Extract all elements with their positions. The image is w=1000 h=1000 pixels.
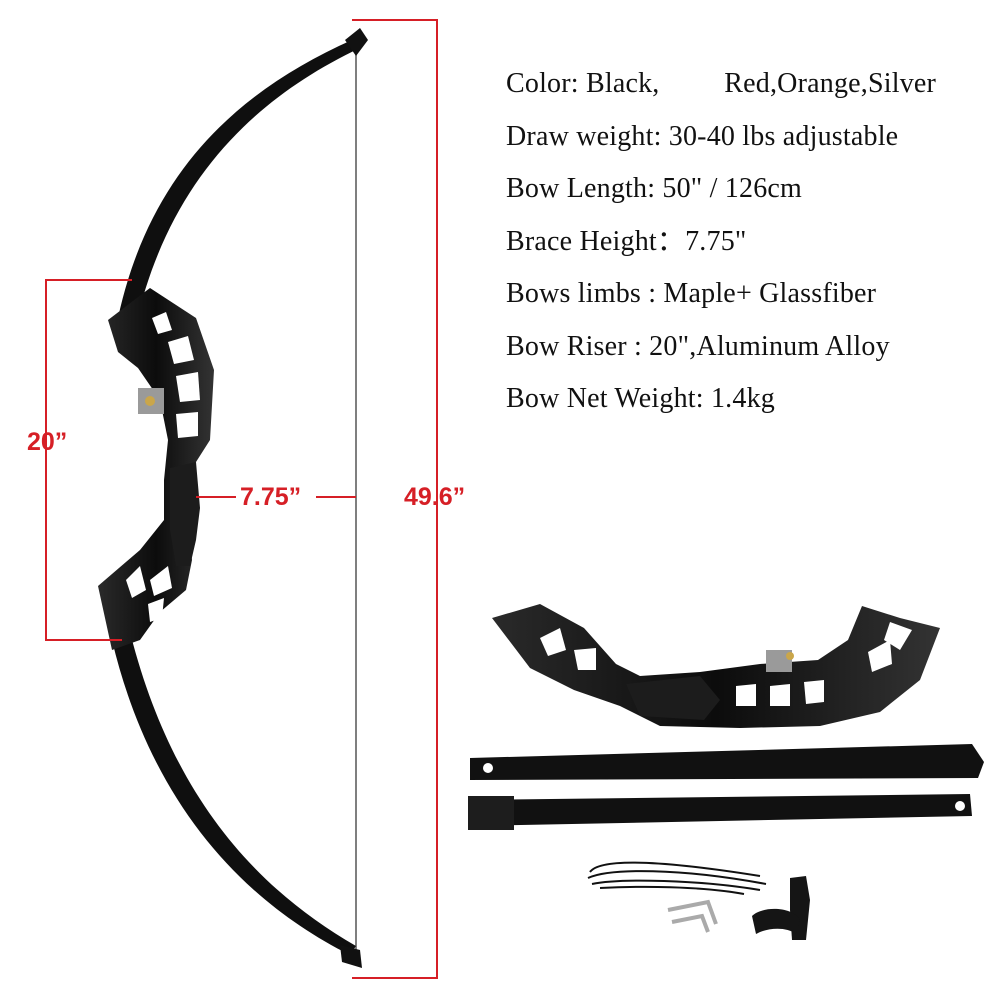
spec-riser: Bow Riser : 20",Aluminum Alloy <box>506 330 890 362</box>
bow-string-coil <box>587 861 767 895</box>
riser-length-label: 20” <box>27 428 68 456</box>
spec-net-weight: Bow Net Weight: 1.4kg <box>506 383 775 414</box>
total-length-label: 49.6” <box>404 483 466 511</box>
spec-list: Color: Black, Red,Orange,Silver Draw wei… <box>506 58 996 426</box>
dimension-guides <box>45 19 438 979</box>
lower-limb <box>112 632 356 955</box>
limb-2-pad <box>468 796 514 830</box>
hex-keys <box>667 899 718 933</box>
limb-1 <box>470 744 984 780</box>
riser-flat-cutouts <box>540 622 912 706</box>
spec-bow-length: Bow Length: 50" / 126cm <box>506 173 803 204</box>
limb-2 <box>468 794 972 826</box>
spec-color: Color: Black, Red,Orange,Silver <box>506 68 937 99</box>
riser-flat-screw <box>786 652 794 660</box>
upper-limb <box>118 40 360 324</box>
spec-draw-weight: Draw weight: 30-40 lbs adjustable <box>506 120 899 152</box>
finger-tab-part <box>752 908 800 934</box>
grip <box>170 462 200 566</box>
total-length-bracket <box>352 19 438 979</box>
limb-1-hole <box>483 763 493 773</box>
upper-limb-tip <box>345 28 368 56</box>
riser-cutouts <box>126 312 200 622</box>
rest-screw <box>145 396 155 406</box>
spec-limbs: Bows limbs : Maple+ Glassfiber <box>506 278 877 309</box>
lower-limb-tip <box>340 945 362 968</box>
riser-length-bracket <box>45 279 132 641</box>
riser-flat-grip <box>626 676 720 720</box>
riser-flat <box>492 604 940 728</box>
riser-flat-bracket <box>766 650 792 672</box>
disassembled-parts <box>468 604 984 940</box>
assembled-bow <box>98 28 368 968</box>
brace-height-label: 7.75” <box>240 483 302 511</box>
limb-2-hole <box>955 801 965 811</box>
spec-brace-height: Brace Height：7.75" <box>506 225 747 257</box>
